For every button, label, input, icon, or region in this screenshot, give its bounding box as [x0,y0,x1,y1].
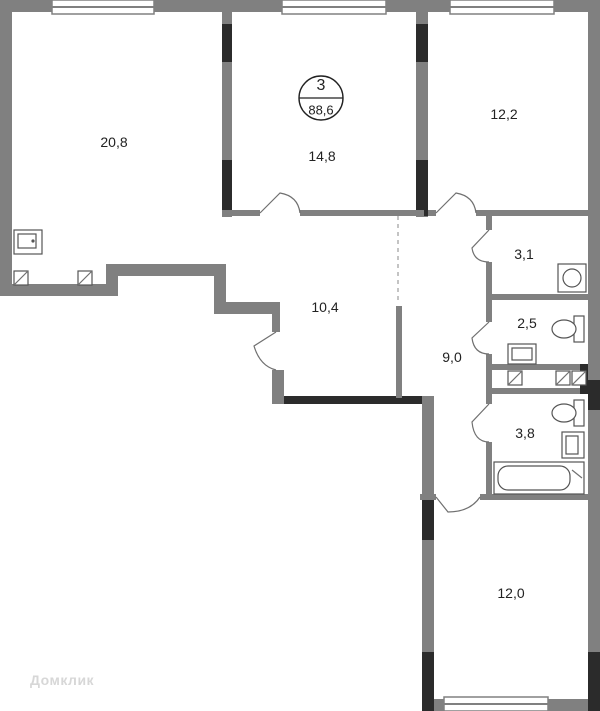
watermark-text: Домклик [30,672,95,688]
room-area-bedroom-center: 14,8 [308,148,336,164]
room-area-hall-left: 10,4 [311,299,339,315]
door-swing-icon [471,321,490,355]
window-icon [443,696,549,711]
door-swing-icon [253,331,277,371]
washer-icon [557,263,587,293]
toilet-icon [551,399,585,427]
windows [51,0,555,711]
sink-icon [561,431,585,459]
sink-icon [507,343,537,365]
room-area-bathroom: 3,8 [515,425,535,441]
apartment-badge [298,75,344,121]
door-swing-icon [435,496,481,513]
rooms-count: 3 [316,77,326,94]
sink-icon [13,229,43,255]
window-icon [449,0,555,15]
vent-shaft-icon [555,370,571,386]
window-icon [281,0,387,15]
door-swing-icon [435,192,477,214]
room-area-bedroom-bottom: 12,0 [497,585,525,601]
vent-shaft-icon [571,370,587,386]
door-swing-icon [471,229,490,263]
window-icon [51,0,155,15]
room-area-toilet: 2,5 [517,315,537,331]
room-area-bedroom-top-right: 12,2 [490,106,518,122]
vent-shaft-icon [507,370,523,386]
toilet-icon [551,315,585,343]
door-swing-icon [471,403,490,443]
watermark-logo: Домклик [30,672,94,688]
vent-shaft-icon [13,270,29,286]
vent-shaft-icon [77,270,93,286]
room-area-storage: 3,1 [514,246,534,262]
total-area: 88,6 [308,102,334,118]
interior-walls [222,12,600,711]
room-area-corridor: 9,0 [442,349,462,365]
door-swing-icon [259,192,301,214]
bathtub-icon [493,461,585,495]
room-area-living: 20,8 [100,134,128,150]
